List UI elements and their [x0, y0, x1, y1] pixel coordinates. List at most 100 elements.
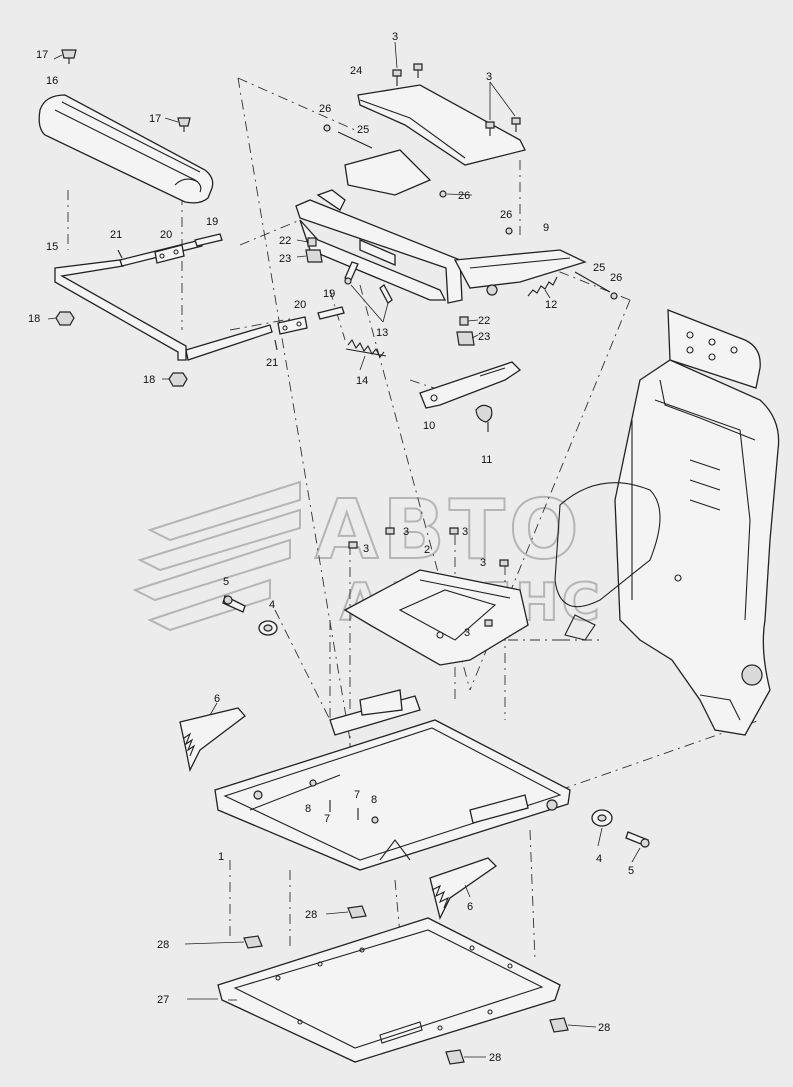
callout-28-left: 28 — [157, 939, 169, 951]
block-23-a — [305, 249, 323, 263]
callout-3-top-right: 3 — [486, 71, 492, 83]
watermark-logo-icon — [132, 480, 301, 632]
callout-20-lower: 20 — [294, 299, 306, 311]
callout-10: 10 — [423, 420, 435, 432]
bolt-3-c — [485, 121, 495, 136]
callout-20-upper: 20 — [160, 229, 172, 241]
clip-17-top — [61, 49, 77, 64]
pin-25-right — [574, 271, 611, 293]
bracket-6-upper — [179, 707, 246, 772]
callout-25-top: 25 — [357, 124, 369, 136]
spring-14 — [345, 338, 387, 359]
spring-12 — [527, 276, 558, 297]
bracket-6-lower — [429, 857, 498, 920]
bolt-3-d — [511, 117, 521, 132]
clip-22-a — [307, 237, 317, 247]
callout-26-b: 26 — [458, 190, 470, 202]
callout-3-mid-e: 3 — [464, 627, 470, 639]
callout-27: 27 — [157, 994, 169, 1006]
bolt-3-i — [484, 619, 493, 627]
callout-17-top: 17 — [36, 49, 48, 61]
bolt-3-h — [499, 559, 509, 567]
callout-5-left: 5 — [223, 576, 229, 588]
clip-26-b — [439, 190, 447, 198]
callout-8-right: 8 — [371, 794, 377, 806]
callout-18-lower: 18 — [143, 374, 155, 386]
callout-5-right: 5 — [628, 865, 634, 877]
clip-22-b — [459, 316, 469, 326]
callout-24: 24 — [350, 65, 362, 77]
callout-6-upper: 6 — [214, 693, 220, 705]
rod-13-b — [379, 284, 393, 304]
callout-28-right: 28 — [598, 1022, 610, 1034]
callout-19-lower: 19 — [323, 288, 335, 300]
nut-18-upper — [55, 311, 75, 326]
callout-21-upper: 21 — [110, 229, 122, 241]
clip-17-mid — [177, 117, 191, 132]
callout-4-left: 4 — [269, 599, 275, 611]
callout-28-bottom: 28 — [489, 1052, 501, 1064]
clip-26-c — [505, 227, 513, 235]
callout-23-right: 23 — [478, 331, 490, 343]
armrest-pad — [38, 94, 214, 204]
bolt-3-f — [348, 541, 358, 549]
callout-28-upper: 28 — [305, 909, 317, 921]
bolt-3-b — [413, 63, 423, 78]
pin-8-a — [309, 779, 317, 787]
bolt-5-left — [222, 595, 246, 613]
callout-26-d: 26 — [610, 272, 622, 284]
callout-3-mid-d: 3 — [480, 557, 486, 569]
callout-22-right: 22 — [478, 315, 490, 327]
callout-2: 2 — [424, 544, 430, 556]
lever-10 — [419, 361, 522, 409]
callout-14: 14 — [356, 375, 368, 387]
knob-11 — [475, 404, 493, 432]
upper-frame — [295, 149, 587, 304]
callout-17-mid: 17 — [149, 113, 161, 125]
clip-28-c — [549, 1017, 569, 1033]
callout-7-right: 7 — [354, 789, 360, 801]
cover-19-lower — [317, 306, 345, 320]
callout-13: 13 — [376, 327, 388, 339]
callout-26-a: 26 — [319, 103, 331, 115]
callout-8-left: 8 — [305, 803, 311, 815]
pin-25-top — [337, 131, 373, 149]
callout-11: 11 — [481, 454, 492, 466]
callout-16: 16 — [46, 75, 58, 87]
bolt-3-g — [449, 527, 459, 535]
clip-28-d — [445, 1049, 465, 1065]
washer-4-left — [258, 620, 278, 636]
clip-26-d — [610, 292, 618, 300]
bolt-3-e — [385, 527, 395, 535]
cover-19-upper — [194, 233, 223, 247]
callout-1: 1 — [218, 851, 224, 863]
callout-15: 15 — [46, 241, 58, 253]
hinge-20-upper — [154, 244, 185, 264]
leader-lines — [47, 41, 641, 1058]
callout-3-top-left: 3 — [392, 31, 398, 43]
pin-21-lower — [274, 339, 278, 351]
watermark-line1: АВТО — [315, 483, 583, 578]
callout-21-lower: 21 — [266, 357, 278, 369]
callout-4-right: 4 — [596, 853, 602, 865]
callout-12: 12 — [545, 299, 557, 311]
callout-9: 9 — [543, 222, 549, 234]
bolt-5-right — [625, 831, 650, 848]
clip-28-b — [243, 935, 263, 949]
nut-18-lower — [168, 372, 188, 387]
callout-3-mid-a: 3 — [403, 526, 409, 538]
pin-8-b — [371, 816, 379, 824]
callout-26-c: 26 — [500, 209, 512, 221]
top-plate — [357, 84, 526, 166]
rod-13-a — [344, 261, 359, 285]
clip-28-a — [347, 905, 367, 919]
base-frame — [214, 689, 571, 871]
pin-21-upper — [117, 249, 123, 259]
callout-23-left: 23 — [279, 253, 291, 265]
bottom-tray — [217, 917, 561, 1063]
callout-labels: 17 16 17 15 18 18 21 20 19 20 19 21 22 2… — [28, 31, 634, 1064]
slide-plate — [343, 569, 529, 666]
callout-19-upper: 19 — [206, 216, 218, 228]
block-23-b — [456, 331, 475, 346]
